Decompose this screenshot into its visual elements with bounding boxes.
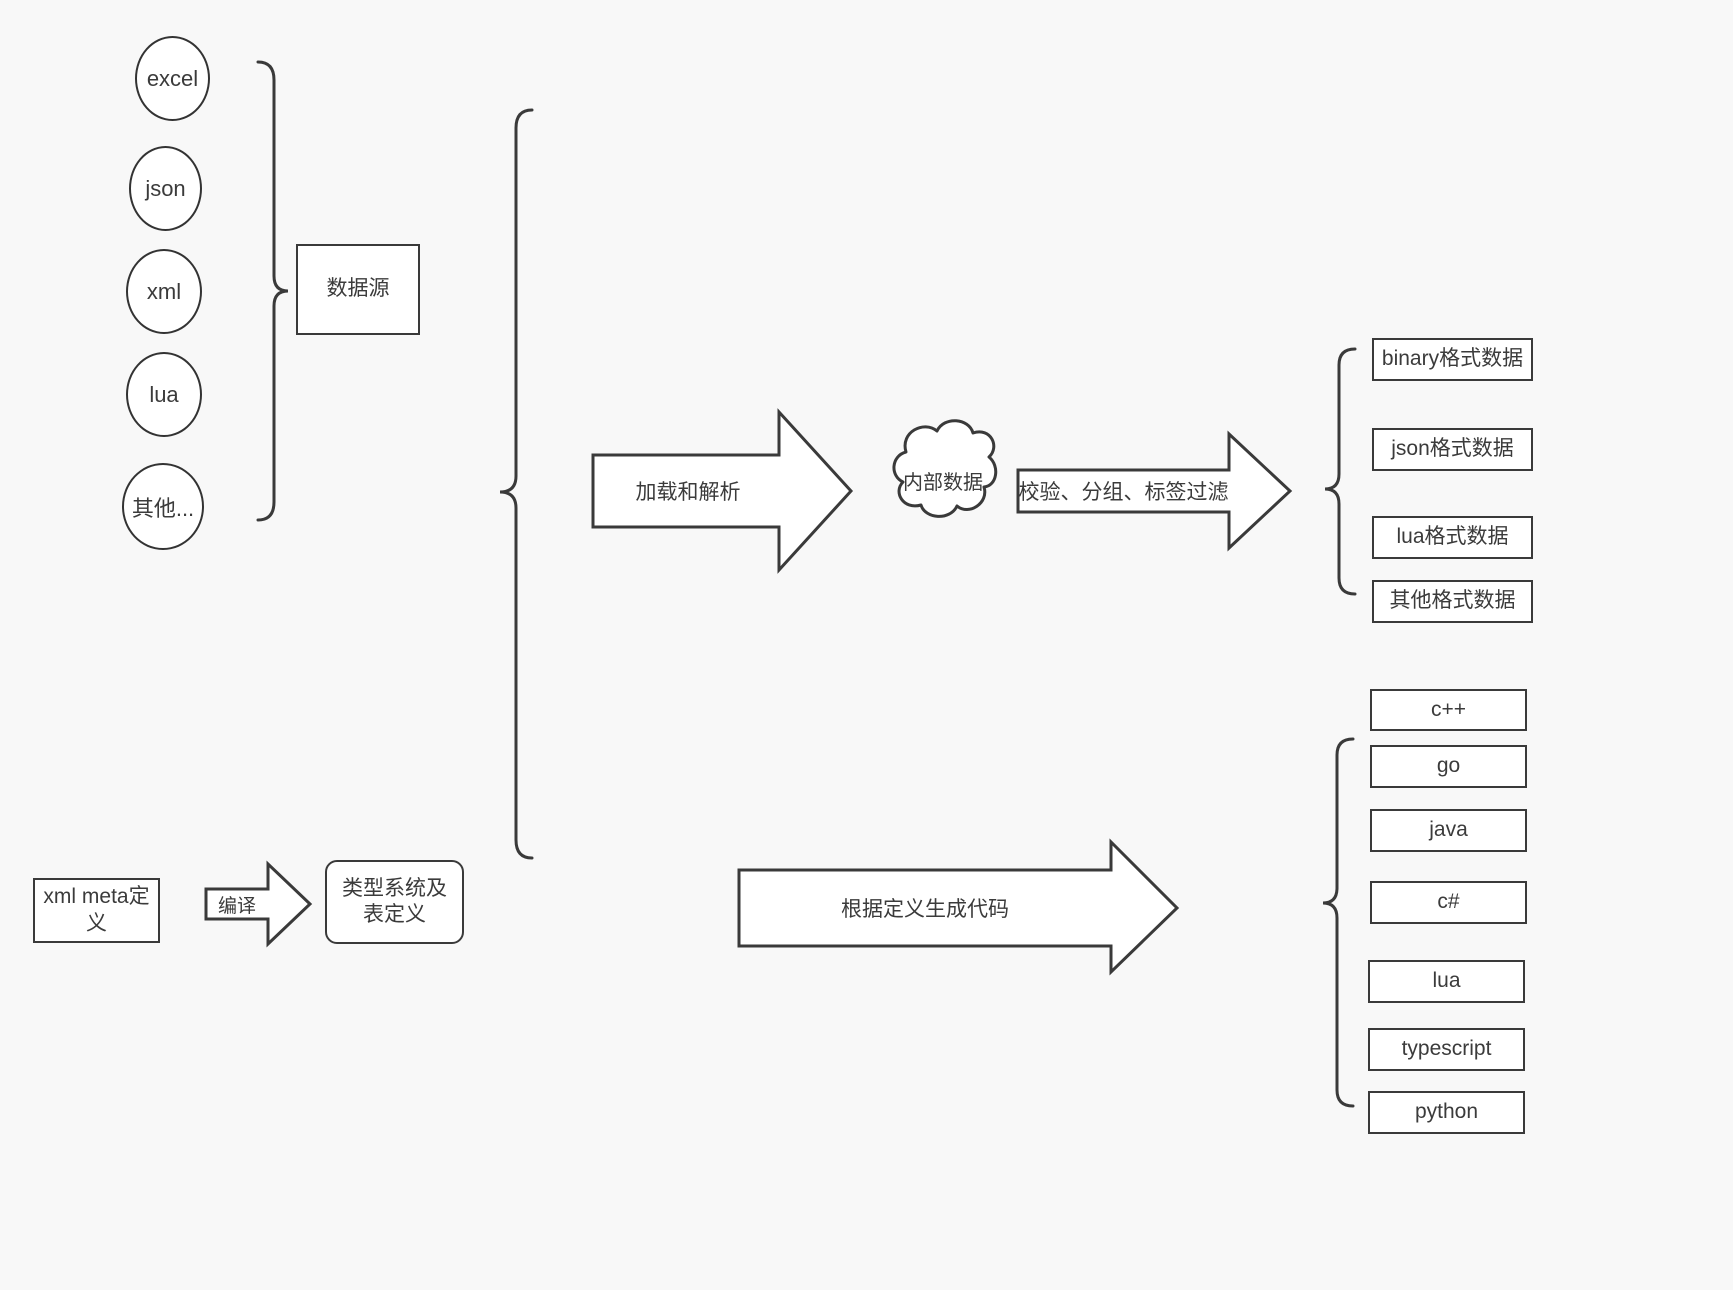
source-node-label: lua [149,381,179,407]
validate-group-filter-arrow [1016,430,1293,552]
language-box-go[interactable]: go [1370,745,1527,788]
xml-meta-definition-label: xml meta定义 [43,885,150,935]
xml-meta-definition-box[interactable]: xml meta定义 [33,878,160,943]
compile-arrow [204,860,313,948]
language-box-label: typescript [1401,1037,1492,1061]
source-node-excel[interactable]: excel [135,36,210,121]
language-box-python[interactable]: python [1368,1091,1525,1134]
language-box-label: go [1436,754,1461,778]
sources-brace [256,60,289,522]
format-box-label: 其他格式数据 [1389,589,1516,613]
source-node-label: xml [146,278,182,304]
language-box-typescript[interactable]: typescript [1368,1028,1525,1071]
format-box-binary[interactable]: binary格式数据 [1372,338,1533,381]
language-box-label: c++ [1430,697,1467,721]
format-box-label: lua格式数据 [1396,525,1509,549]
language-box-label: java [1429,818,1468,842]
formats-brace [1324,347,1357,596]
format-box-other[interactable]: 其他格式数据 [1372,580,1533,623]
language-box-csharp[interactable]: c# [1370,881,1527,924]
languages-brace [1322,737,1355,1108]
source-node-other[interactable]: 其他... [122,463,204,550]
format-box-label: binary格式数据 [1381,347,1524,371]
language-box-label: python [1414,1100,1479,1124]
data-source-label: 数据源 [326,277,390,301]
format-box-label: json格式数据 [1391,437,1514,461]
pipeline-input-brace [499,108,534,860]
language-box-lua[interactable]: lua [1368,960,1525,1003]
type-system-label: 类型系统及表定义 [342,876,447,926]
language-box-cpp[interactable]: c++ [1370,689,1527,731]
language-box-java[interactable]: java [1370,809,1527,852]
internal-data-cloud [892,419,998,518]
format-box-lua[interactable]: lua格式数据 [1372,516,1533,559]
data-source-box[interactable]: 数据源 [296,244,420,335]
source-node-json[interactable]: json [129,146,202,231]
codegen-arrow [737,838,1180,976]
type-system-box[interactable]: 类型系统及表定义 [325,860,464,944]
source-node-xml[interactable]: xml [126,249,202,334]
source-node-lua[interactable]: lua [126,352,202,437]
language-box-label: lua [1432,969,1461,993]
source-node-label: excel [146,65,199,91]
source-node-label: 其他... [131,495,195,521]
format-box-json[interactable]: json格式数据 [1372,428,1533,471]
load-parse-arrow [591,408,854,574]
source-node-label: json [145,175,186,201]
language-box-label: c# [1437,890,1460,914]
